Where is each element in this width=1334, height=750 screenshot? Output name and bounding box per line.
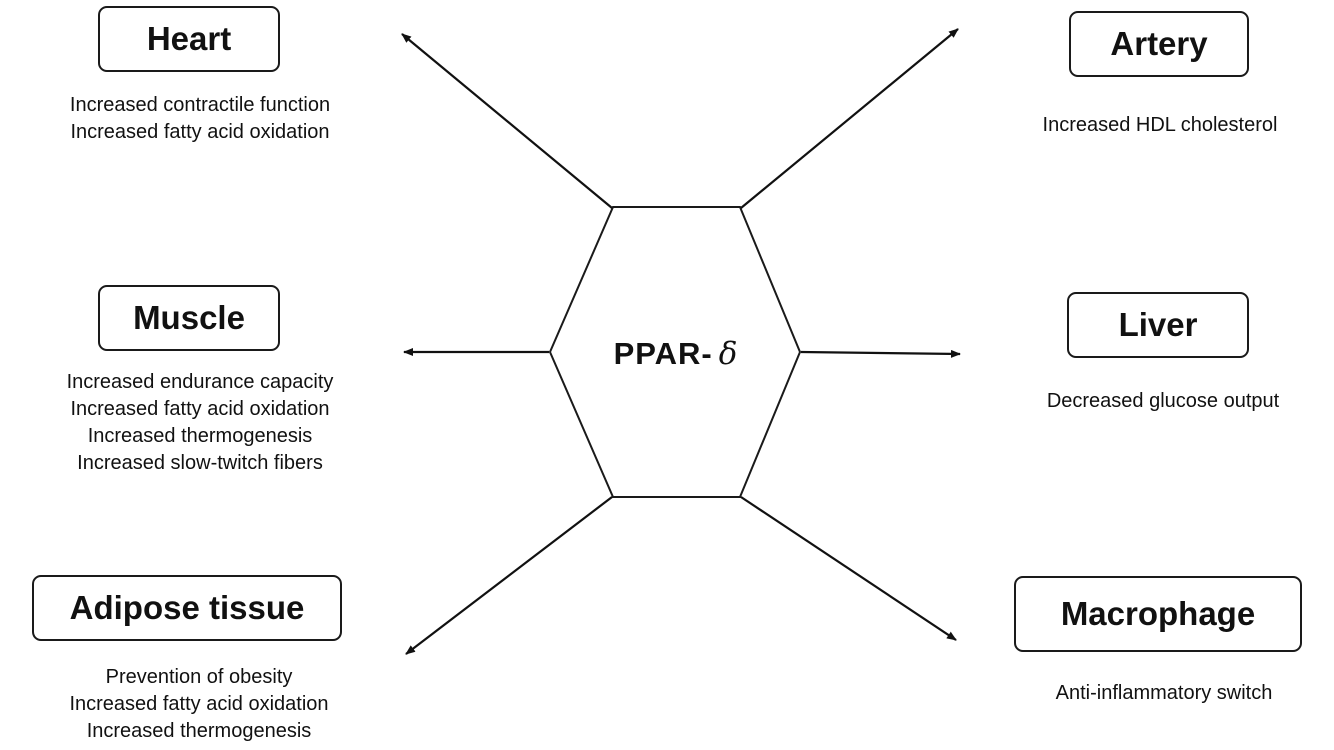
arrow-to-heart: [401, 33, 613, 209]
macrophage-effects: Anti-inflammatory switch: [1010, 680, 1318, 707]
muscle-box: Muscle: [98, 285, 280, 351]
arrow-to-adipose: [405, 496, 613, 655]
center-label: PPAR-δ: [560, 330, 792, 378]
heart-effects: Increased contractile function Increased…: [24, 92, 376, 146]
muscle-effect: Increased fatty acid oxidation: [70, 398, 330, 420]
adipose-effect: Increased fatty acid oxidation: [69, 693, 329, 715]
heart-effect: Increased fatty acid oxidation: [70, 121, 330, 143]
artery-effect: Increased HDL cholesterol: [1042, 114, 1278, 136]
macrophage-effect: Anti-inflammatory switch: [1055, 682, 1273, 704]
center-symbol: δ: [718, 336, 739, 372]
muscle-effect: Increased thermogenesis: [87, 425, 313, 447]
muscle-effect: Increased slow-twitch fibers: [77, 452, 323, 474]
adipose-effect: Increased thermogenesis: [86, 720, 312, 742]
liver-effects: Decreased glucose output: [1010, 388, 1316, 415]
muscle-effects: Increased endurance capacity Increased f…: [24, 369, 376, 477]
arrow-to-artery: [740, 28, 959, 209]
artery-effects: Increased HDL cholesterol: [1005, 112, 1315, 139]
muscle-effect: Increased endurance capacity: [66, 371, 334, 393]
heart-effect: Increased contractile function: [69, 94, 331, 116]
macrophage-box: Macrophage: [1014, 576, 1302, 652]
adipose-effect: Prevention of obesity: [105, 666, 293, 688]
arrow-to-macrophage: [740, 496, 957, 641]
heart-box: Heart: [98, 6, 280, 72]
liver-effect: Decreased glucose output: [1046, 390, 1280, 412]
center-name: PPAR-: [613, 336, 713, 371]
liver-box: Liver: [1067, 292, 1249, 358]
adipose-box: Adipose tissue: [32, 575, 342, 641]
artery-box: Artery: [1069, 11, 1249, 77]
arrow-to-liver: [800, 349, 961, 358]
ppar-hexagon: [548, 206, 802, 498]
adipose-effects: Prevention of obesity Increased fatty ac…: [18, 664, 380, 745]
